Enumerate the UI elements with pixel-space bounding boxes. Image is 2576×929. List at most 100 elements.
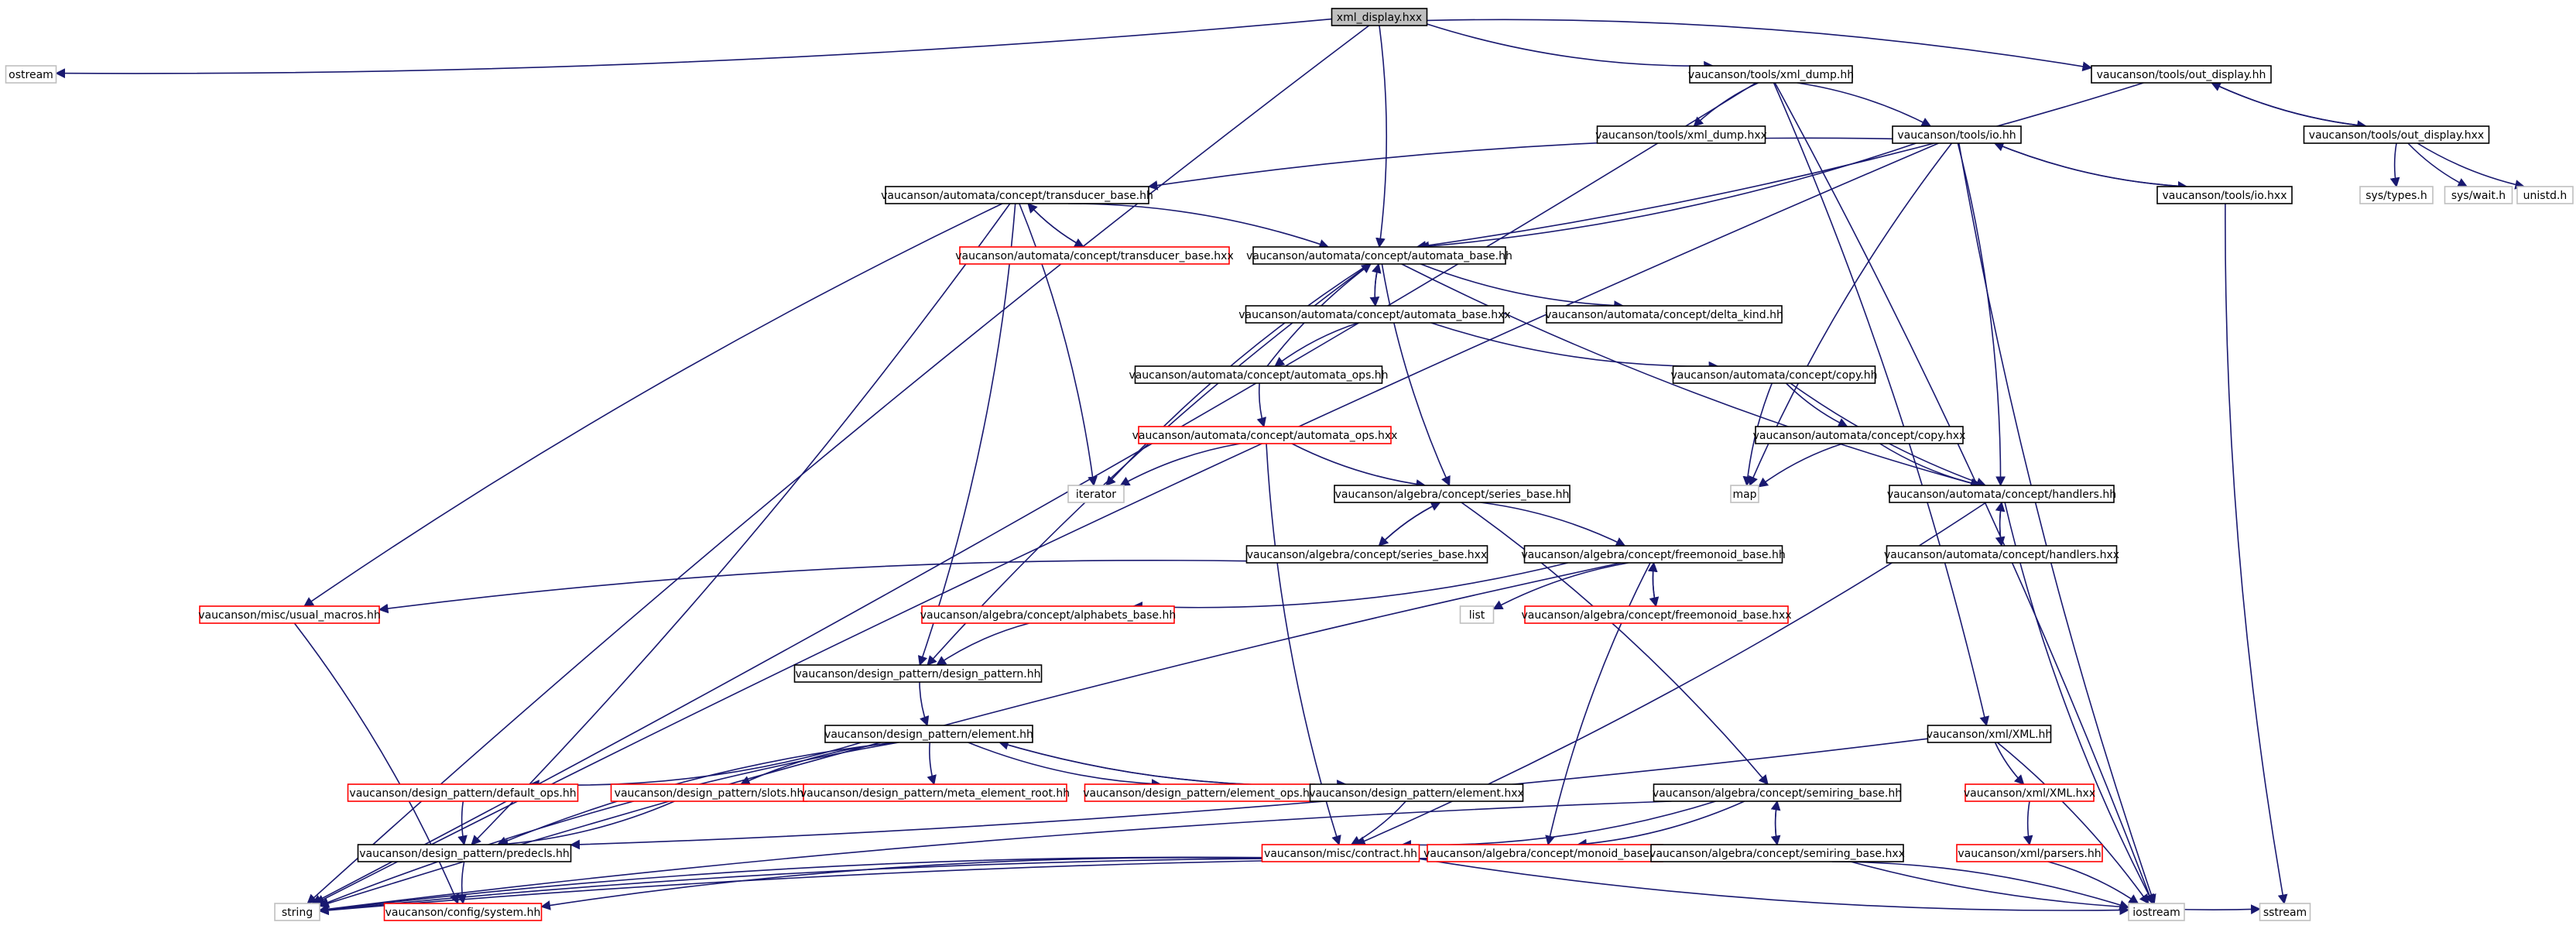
node-semiring-base-hh[interactable]: vaucanson/algebra/concept/semiring_base.… xyxy=(1653,783,1902,802)
edge-default_ops-to-predecls_hh xyxy=(457,800,468,846)
edge-root-to-automata_base_hh xyxy=(1375,25,1388,249)
edge-layer xyxy=(55,18,2526,916)
edge-element_hxx-to-contract_hh xyxy=(1350,800,1406,845)
node-label: list xyxy=(1469,609,1485,622)
edge-transducer_base_hh-to-transducer_base_hxx xyxy=(1027,203,1085,248)
node-out-display-hh[interactable]: vaucanson/tools/out_display.hh xyxy=(2091,65,2272,84)
node-box xyxy=(803,783,1067,802)
edge-series_base_hxx-to-series_base_hh xyxy=(1378,502,1441,547)
edge-automata_ops_hxx-to-iterator xyxy=(1119,443,1241,486)
edge-transducer_base_hh-to-usual_macros xyxy=(303,203,1003,607)
node-label: vaucanson/algebra/concept/freemonoid_bas… xyxy=(1521,609,1791,622)
node-series-base-hh[interactable]: vaucanson/algebra/concept/series_base.hh xyxy=(1334,485,1571,503)
edge-series_base_hh-to-semiring_base_hh xyxy=(1461,502,1769,785)
node-label: vaucanson/algebra/concept/series_base.hh xyxy=(1335,488,1570,501)
edge-automata_base_hh-to-handlers_hh xyxy=(1401,263,1981,488)
node-label: vaucanson/design_pattern/element.hxx xyxy=(1309,787,1524,800)
node-label: vaucanson/automata/concept/automata_ops.… xyxy=(1132,430,1398,442)
node-label: vaucanson/automata/concept/copy.hh xyxy=(1670,369,1877,382)
node-box xyxy=(1245,545,1488,564)
node-xml-XML-hh[interactable]: vaucanson/xml/XML.hh xyxy=(1927,725,2053,743)
node-alphabets-base-hh[interactable]: vaucanson/algebra/concept/alphabets_base… xyxy=(920,605,1176,624)
node-automata-base-hxx[interactable]: vaucanson/automata/concept/automata_base… xyxy=(1238,305,1511,324)
node-box xyxy=(1459,605,1495,624)
edge-alphabets_base_hh-to-design_pattern_hh xyxy=(936,622,1029,666)
edge-semiring_base_hxx-to-sstream xyxy=(1850,861,2261,914)
edge-contract_hh-to-string xyxy=(318,856,1262,915)
node-box xyxy=(885,186,1149,204)
node-root[interactable]: xml_display.hxx xyxy=(1331,8,1428,26)
node-slots-hh[interactable]: vaucanson/design_pattern/slots.hh xyxy=(610,783,808,802)
node-box xyxy=(2259,903,2311,921)
node-label: vaucanson/automata/concept/delta_kind.hh xyxy=(1545,309,1783,321)
node-copy-hxx[interactable]: vaucanson/automata/concept/copy.hxx xyxy=(1753,426,1966,444)
node-label: vaucanson/automata/concept/transducer_ba… xyxy=(955,250,1233,262)
node-xml-dump-hxx[interactable]: vaucanson/tools/xml_dump.hxx xyxy=(1595,125,1767,144)
node-automata-ops-hxx[interactable]: vaucanson/automata/concept/automata_ops.… xyxy=(1132,426,1398,444)
node-xml-XML-hxx[interactable]: vaucanson/xml/XML.hxx xyxy=(1964,783,2095,802)
node-freemonoid-base-hh[interactable]: vaucanson/algebra/concept/freemonoid_bas… xyxy=(1521,545,1786,564)
node-delta-kind[interactable]: vaucanson/automata/concept/delta_kind.hh xyxy=(1545,305,1783,324)
edge-element_hh-to-element_hxx xyxy=(999,742,1348,790)
edge-root-to-out_display_hh xyxy=(1427,19,2093,72)
node-series-base-hxx[interactable]: vaucanson/algebra/concept/series_base.hx… xyxy=(1245,545,1488,564)
node-box xyxy=(347,783,579,802)
node-automata-base-hh[interactable]: vaucanson/automata/concept/automata_base… xyxy=(1246,246,1512,265)
node-system-hh[interactable]: vaucanson/config/system.hh xyxy=(383,903,543,921)
node-box xyxy=(1067,485,1125,503)
node-automata-ops-hh[interactable]: vaucanson/automata/concept/automata_ops.… xyxy=(1129,365,1389,384)
edge-series_base_hh-to-series_base_hxx xyxy=(1378,502,1440,547)
edge-contract_hh-to-iostream xyxy=(1419,858,2130,915)
node-unistd: unistd.h xyxy=(2516,186,2574,204)
node-monoid-base-hh[interactable]: vaucanson/algebra/concept/monoid_base.hh xyxy=(1423,844,1667,862)
edge-io_hh-to-automata_base_hh xyxy=(1419,142,1917,252)
edge-series_base_hh-to-freemonoid_base_hh xyxy=(1480,502,1626,547)
edge-xml_XML_hh-to-predecls_hh xyxy=(570,738,1928,850)
node-transducer-base-hh[interactable]: vaucanson/automata/concept/transducer_ba… xyxy=(881,186,1153,204)
node-contract-hh[interactable]: vaucanson/misc/contract.hh xyxy=(1261,844,1420,862)
node-io-hh[interactable]: vaucanson/tools/io.hh xyxy=(1892,125,2022,144)
node-box xyxy=(1672,365,1876,384)
node-string: string xyxy=(274,903,320,921)
node-element-hh[interactable]: vaucanson/design_pattern/element.hh xyxy=(824,725,1033,743)
node-default-ops[interactable]: vaucanson/design_pattern/default_ops.hh xyxy=(347,783,579,802)
node-design-pattern-hh[interactable]: vaucanson/design_pattern/design_pattern.… xyxy=(793,664,1043,683)
node-meta-element-root[interactable]: vaucanson/design_pattern/meta_element_ro… xyxy=(800,783,1070,802)
edge-copy_hh-to-copy_hxx xyxy=(1785,382,1848,427)
node-box xyxy=(1927,725,2052,743)
node-transducer-base-hxx[interactable]: vaucanson/automata/concept/transducer_ba… xyxy=(955,246,1234,265)
node-box xyxy=(2303,125,2490,144)
node-predecls-hh[interactable]: vaucanson/design_pattern/predecls.hh xyxy=(357,844,572,862)
node-semiring-base-hxx[interactable]: vaucanson/algebra/concept/semiring_base.… xyxy=(1649,844,1905,862)
node-box xyxy=(1261,844,1420,862)
edge-transducer_base_hxx-to-transducer_base_hh xyxy=(1027,203,1084,248)
node-element-hxx[interactable]: vaucanson/design_pattern/element.hxx xyxy=(1309,783,1524,802)
edge-xml_dump_hh-to-xml_XML_hh xyxy=(1773,82,1990,727)
node-xml-parsers[interactable]: vaucanson/xml/parsers.hh xyxy=(1956,844,2103,862)
node-handlers-hxx[interactable]: vaucanson/automata/concept/handlers.hxx xyxy=(1884,545,2119,564)
edge-out_display_hxx-to-sys_types xyxy=(2389,142,2400,188)
node-copy-hh[interactable]: vaucanson/automata/concept/copy.hh xyxy=(1670,365,1878,384)
node-box xyxy=(274,903,320,921)
edge-element_hh-to-string xyxy=(318,742,899,907)
node-label: vaucanson/tools/out_display.hh xyxy=(2097,69,2266,81)
node-box xyxy=(1138,426,1392,444)
node-usual-macros[interactable]: vaucanson/misc/usual_macros.hh xyxy=(198,605,381,624)
node-xml-dump-hh[interactable]: vaucanson/tools/xml_dump.hh xyxy=(1688,65,1854,84)
node-element-ops[interactable]: vaucanson/design_pattern/element_ops.hh xyxy=(1083,783,1317,802)
node-box xyxy=(1653,783,1902,802)
node-label: vaucanson/algebra/concept/semiring_base.… xyxy=(1653,787,1902,800)
node-freemonoid-base-hxx[interactable]: vaucanson/algebra/concept/freemonoid_bas… xyxy=(1521,605,1792,624)
node-box xyxy=(2444,186,2513,204)
edge-usual_macros-to-system_hh xyxy=(293,622,459,905)
edge-freemonoid_base_hh-to-list xyxy=(1492,562,1629,610)
node-box xyxy=(1245,305,1505,324)
edge-io_hh-to-string xyxy=(314,142,1939,904)
node-out-display-hxx[interactable]: vaucanson/tools/out_display.hxx xyxy=(2303,125,2490,144)
node-box xyxy=(2359,186,2434,204)
node-io-hxx[interactable]: vaucanson/tools/io.hxx xyxy=(2156,186,2293,204)
node-label: xml_display.hxx xyxy=(1337,12,1422,24)
node-handlers-hh[interactable]: vaucanson/automata/concept/handlers.hh xyxy=(1887,485,2116,503)
node-label: sys/types.h xyxy=(2365,190,2427,202)
